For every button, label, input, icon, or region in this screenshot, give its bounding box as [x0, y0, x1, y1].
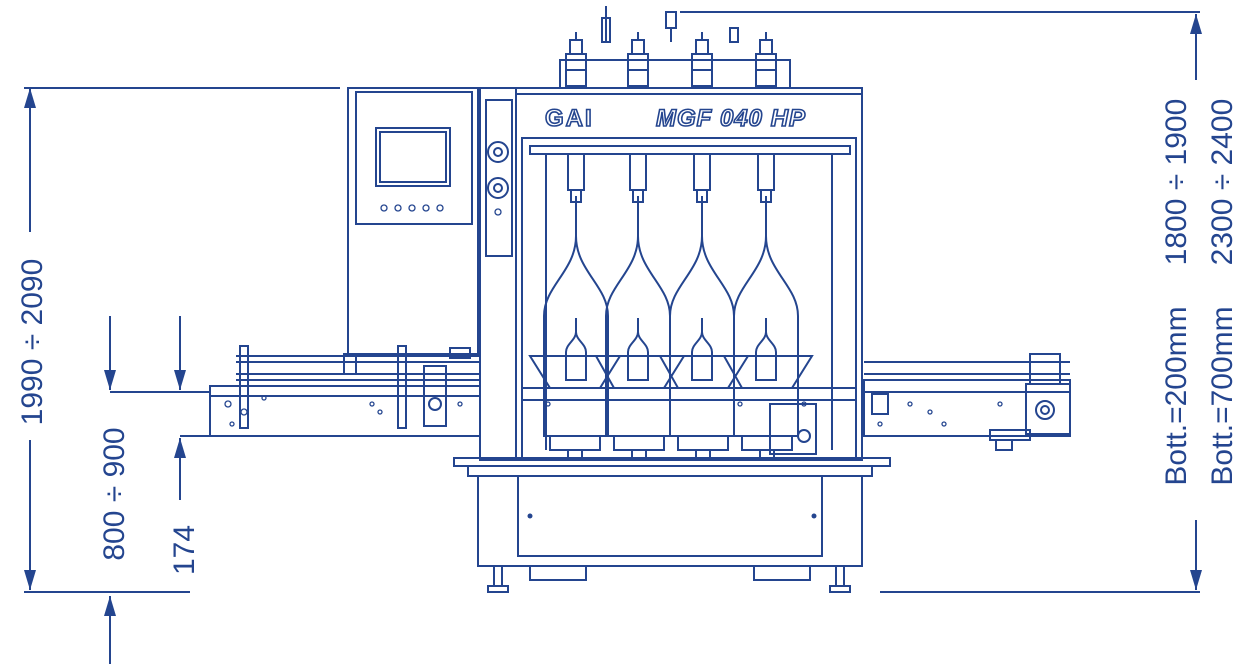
- dim-bottle-small: Bott.=200mm: [1160, 306, 1193, 485]
- dim-conveyor-height-label: 800 ÷ 900: [98, 427, 131, 560]
- top-valves: [559, 6, 791, 89]
- bottle-lifts: [549, 435, 793, 459]
- dim-right-height: 1800 ÷ 1900 2300 ÷ 2400 Bott.=200mm Bott…: [680, 11, 1239, 593]
- left-conveyor: [209, 345, 481, 437]
- right-conveyor: [863, 353, 1071, 451]
- control-panel: [347, 87, 479, 355]
- bottle-guides: [521, 355, 857, 455]
- dim-total-height-label: 1990 ÷ 2090: [16, 259, 49, 426]
- dim-base-height-label: 174: [168, 525, 201, 575]
- filling-nozzles: [567, 153, 775, 211]
- dim-total-height: 1990 ÷ 2090: [16, 87, 340, 593]
- dim-conveyor-height: 800 ÷ 900: [98, 316, 210, 664]
- base-cabinet: [477, 475, 863, 593]
- side-control-strip: [479, 87, 517, 461]
- dim-base-height: 174: [168, 316, 210, 575]
- model-label: MGF 040 HP: [656, 105, 806, 132]
- dim-bottle-large: Bott.=700mm: [1206, 306, 1239, 485]
- brand-logo: GAI: [545, 105, 594, 132]
- dim-height-small-bottle: 1800 ÷ 1900: [1160, 99, 1193, 266]
- dim-height-large-bottle: 2300 ÷ 2400: [1206, 99, 1239, 266]
